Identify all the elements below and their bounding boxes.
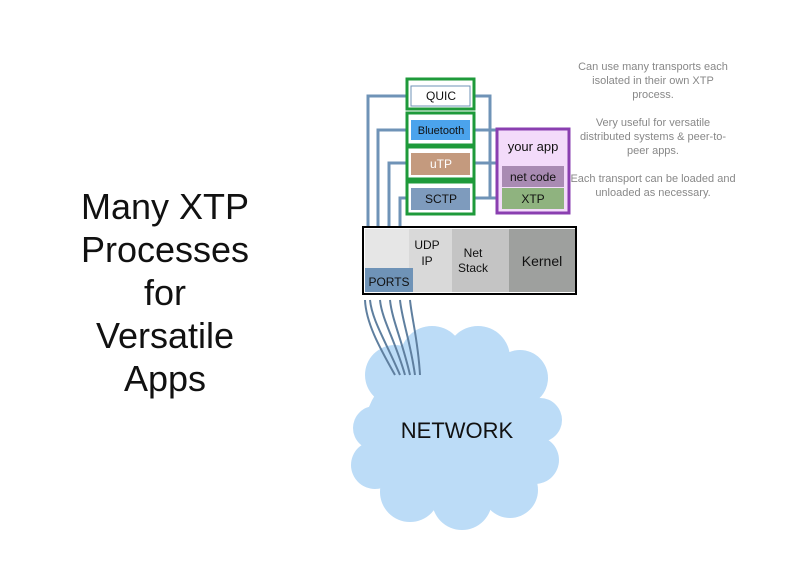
note-text: Can use many transports each isolated in… xyxy=(578,61,728,101)
title-line: Many XTP xyxy=(80,186,250,227)
app-title: your app xyxy=(508,139,559,154)
ports-label: PORTS xyxy=(368,275,409,289)
udp-label: UDP xyxy=(414,238,439,252)
transport-sctp: SCTP xyxy=(405,180,476,216)
side-notes: Can use many transports each isolated in… xyxy=(570,60,736,214)
transport-label: uTP xyxy=(430,157,452,171)
transport-label: SCTP xyxy=(425,192,457,206)
kernel-label: Kernel xyxy=(522,253,562,269)
transport-bluetooth: Bluetooth xyxy=(405,111,476,147)
title-line: for xyxy=(143,272,186,313)
net-label: Net xyxy=(464,246,483,260)
title-line: Processes xyxy=(80,229,250,270)
title-line: Apps xyxy=(123,358,207,399)
transport-label: Bluetooth xyxy=(418,125,464,137)
network-cloud: NETWORK xyxy=(351,326,562,530)
title-line: Versatile xyxy=(95,315,235,356)
network-wires xyxy=(364,299,421,376)
transport-quic: QUIC xyxy=(405,77,476,111)
xtp-label: XTP xyxy=(521,192,544,206)
network-label: NETWORK xyxy=(401,418,514,443)
ip-label: IP xyxy=(421,254,432,268)
transport-utp: uTP xyxy=(405,145,476,181)
your-app-box: your app net code XTP xyxy=(495,127,571,215)
slide-title: Many XTP Processes for Versatile Apps xyxy=(40,185,290,400)
kernel-stack: PORTS UDP IP Net Stack Kernel xyxy=(362,226,577,295)
transport-label: QUIC xyxy=(426,89,456,103)
stack-label: Stack xyxy=(458,261,489,275)
note-text: Each transport can be loaded and unloade… xyxy=(570,173,736,199)
ports-block xyxy=(365,268,413,292)
net-code-label: net code xyxy=(510,170,556,184)
note-text: Very useful for versatile distributed sy… xyxy=(579,117,727,157)
